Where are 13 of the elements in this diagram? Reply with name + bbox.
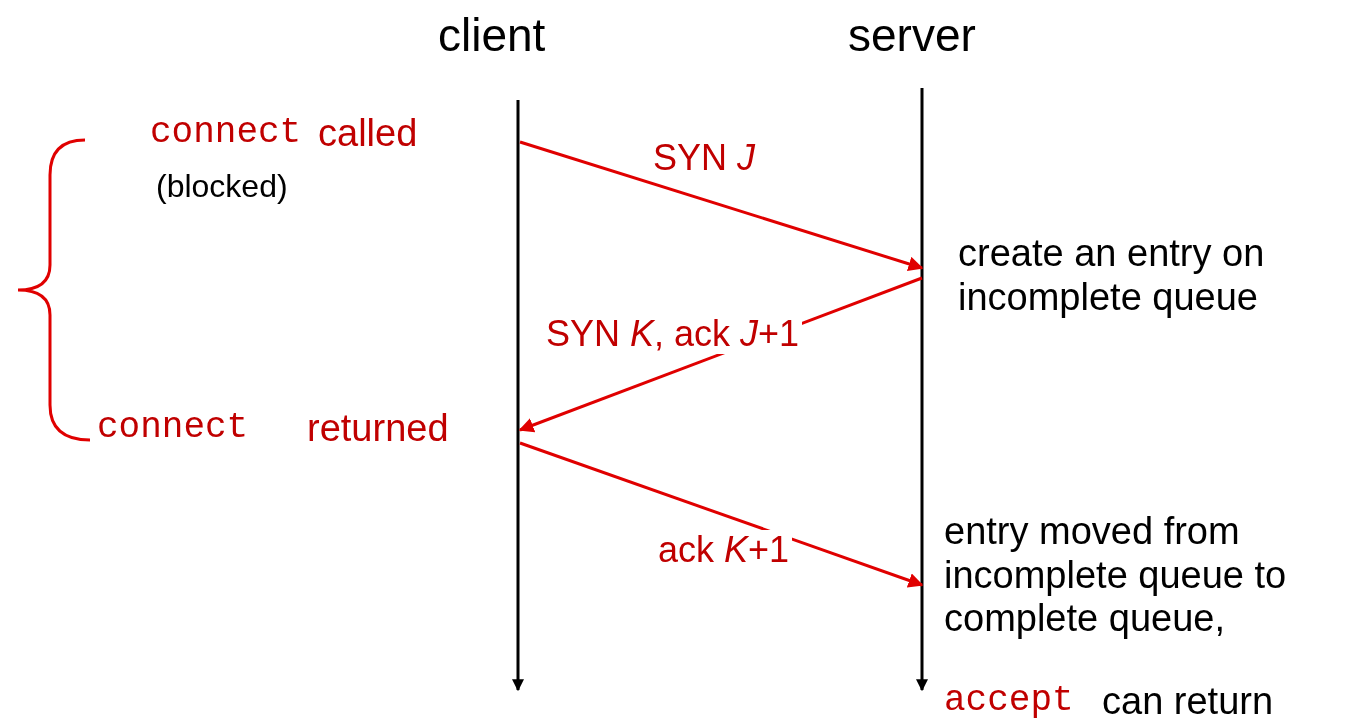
event-text: can return [1102,680,1274,724]
event-text: entry moved from incomplete queue to complete queue, [944,510,1288,642]
event-text: called [318,112,418,156]
code-text: accept [944,680,1074,722]
note-text: (blocked) [156,168,288,205]
lifeline-title: client [438,8,546,62]
code-text: connect [97,407,249,449]
event-text: returned [307,407,449,451]
event-text: create an entry on incomplete queue [958,232,1266,320]
lifeline-title: server [848,8,976,62]
message-arrow [519,441,924,588]
code-text: connect [150,112,302,154]
message-arrow [519,140,924,272]
